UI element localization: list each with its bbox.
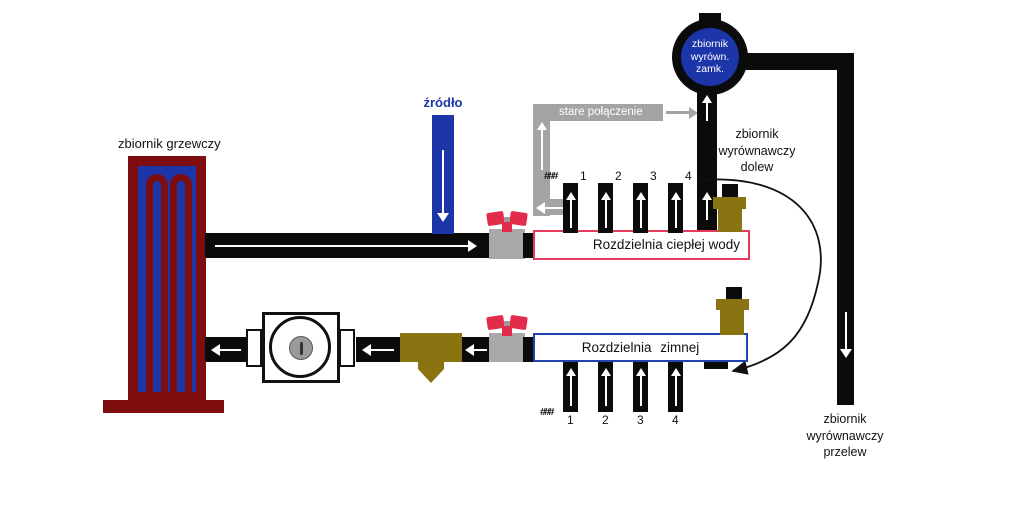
top-outlet-arrow-4 [670,192,681,228]
strainer-funnel [400,333,462,383]
overflow-tank-label-line1: zbiornik [823,412,867,426]
heating-coil-left-icon [146,174,168,392]
cold-valve-body [489,333,525,362]
heating-tank-label: zbiornik grzewczy [118,136,221,151]
hot-valve-handle-icon [486,210,528,232]
bottom-outlet-arrow-2 [600,368,611,406]
hot-refill-valve-flange [713,197,746,209]
bottom-outlet-number-1: 1 [567,413,574,427]
cold-return-arrow-tank [211,343,241,356]
cold-manifold-label: Rozdzielnia zimnej [581,340,700,355]
hot-flow-arrow [215,239,477,252]
refill-tank-label: zbiornik wyrównawczy dolew [705,126,809,176]
bottom-outlet-number-4: 4 [672,413,679,427]
hot-manifold-label: Rozdzielnia ciepłej wody [592,237,740,252]
top-outlet-number-1: 1 [580,169,587,183]
source-flow-arrow [437,150,449,222]
top-outlet-arrow-2 [600,192,611,228]
bottom-outlet-arrow-1 [565,368,576,406]
old-connection-arrow [666,105,698,120]
closed-tank-label-line1: zbiornik [691,38,729,51]
cold-refill-valve-flange [716,299,749,310]
top-outlet-number-3: 3 [650,169,657,183]
top-outlet-number-4: 4 [685,169,692,183]
old-connection-up-arrow [534,122,549,170]
pump-hub [289,336,313,360]
pump-flange-left [246,329,262,367]
heating-tank-base [103,400,224,413]
pump [262,312,340,383]
refill-tank-label-line1: zbiornik [735,127,779,141]
old-connection-left-arrow [536,201,564,214]
bottom-outlet-number-3: 3 [637,413,644,427]
bottom-outlet-number-2: 2 [602,413,609,427]
old-connection-top-pipe: stare połączenie [533,104,663,121]
riser-up-arrow-bottom [700,192,714,220]
closed-tank-label-line2: wyrówn. [690,50,730,63]
heating-tank [128,156,206,402]
overflow-tank-label-line2: wyrównawczy [806,428,884,443]
hot-refill-valve-cap [722,184,738,198]
pump-hub-slot [299,341,303,355]
cold-valve-outlet-stub [523,337,533,362]
refill-tank-label-line2: wyrównawczy [718,143,796,158]
refill-tank-label-line3: dolew [740,160,774,174]
hot-valve-outlet-stub [523,233,533,258]
bottom-outlet-arrow-4 [670,368,681,406]
overflow-tank-label-line3: przelew [823,445,867,459]
pump-flange-right [339,329,355,367]
cold-refill-valve-body [720,310,744,335]
closed-tank-label-line3: zamk. [695,63,724,76]
closed-expansion-tank: zbiornik wyrówn. zamk. [672,19,748,95]
closed-expansion-tank-interior: zbiornik wyrówn. zamk. [681,28,739,86]
cold-manifold-box: Rozdzielnia zimnej [533,333,748,362]
cold-valve-handle-icon [486,314,528,336]
cold-manifold-tick [704,362,728,369]
overflow-down-arrow [839,312,852,358]
overflow-top-pipe [740,53,854,70]
bottom-radiator-symbol-icon: ### [540,406,554,418]
top-radiator-symbol-icon: ### [544,170,558,182]
overflow-down-pipe [837,53,854,405]
riser-up-arrow-top [700,95,714,121]
overflow-tank-label: zbiornik wyrównawczy przelew [793,411,897,461]
top-outlet-arrow-1 [565,192,576,228]
cold-return-arrow-mid [362,343,394,356]
hot-manifold-box: Rozdzielnia ciepłej wody [533,230,750,260]
hot-refill-valve-body [718,209,742,232]
closed-tank-cap [699,13,721,21]
cold-return-arrow-right [465,343,487,356]
source-label: źródło [423,95,463,110]
hot-valve-body [489,229,525,259]
heating-coil-right-icon [170,174,192,392]
top-outlet-number-2: 2 [615,169,622,183]
top-outlet-arrow-3 [635,192,646,228]
old-connection-label: stare połączenie [559,106,643,118]
pump-impeller-circle [269,316,331,378]
bottom-outlet-arrow-3 [635,368,646,406]
cold-refill-valve-cap [726,287,742,300]
